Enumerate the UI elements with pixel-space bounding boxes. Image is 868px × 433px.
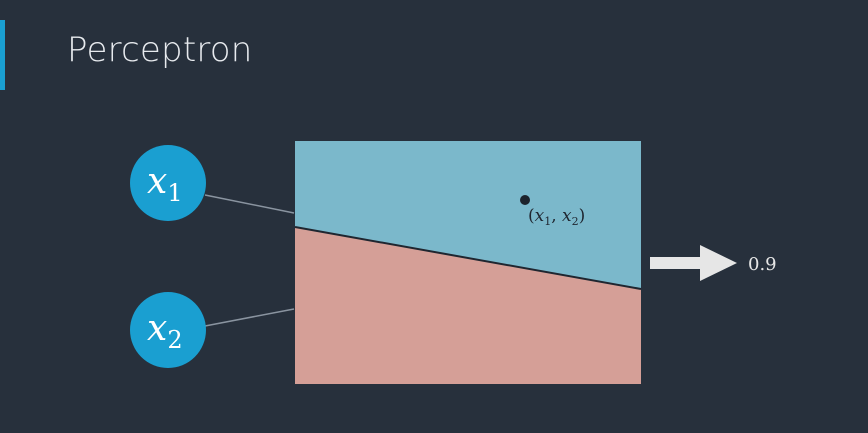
accent-bar [0, 20, 5, 90]
data-point [520, 195, 530, 205]
input-label: x2 [147, 308, 183, 354]
input-circle [130, 145, 206, 221]
page-title: Perceptron [67, 30, 253, 70]
point-label: (x1, x2) [528, 206, 585, 228]
decision-boundary-line [294, 226, 642, 290]
input-node-x2: x2 [130, 292, 206, 368]
positive-region [295, 141, 641, 289]
output-value: 0.9 [748, 254, 777, 275]
input-circle [130, 292, 206, 368]
input-node-x1: x1 [130, 145, 206, 221]
output-arrow-icon [650, 245, 737, 281]
connection-line-x1 [204, 194, 295, 214]
input-label: x1 [147, 161, 183, 207]
connection-line-x2 [204, 308, 295, 327]
